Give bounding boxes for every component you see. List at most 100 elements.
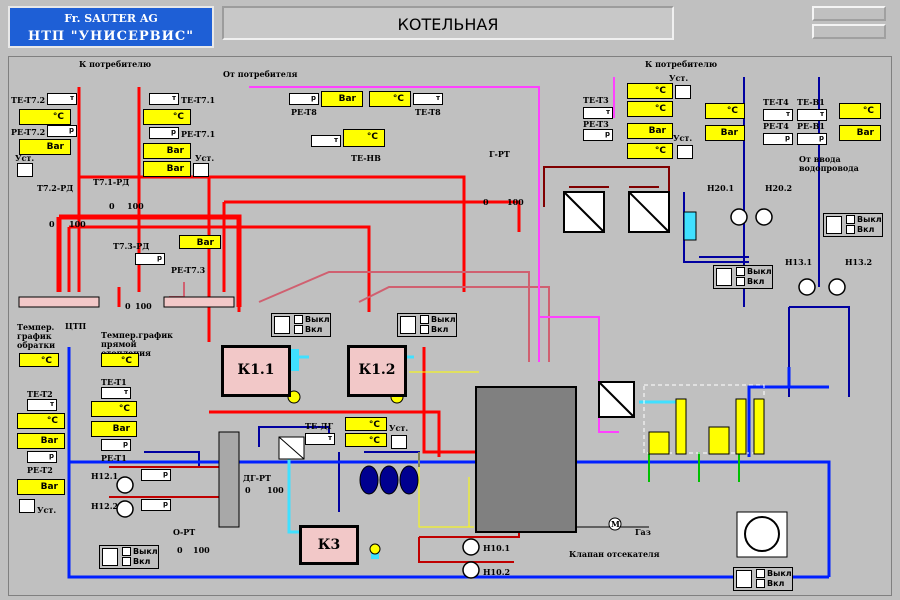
window-button-1[interactable]	[812, 6, 886, 21]
pe-t3-sensor[interactable]: p	[583, 129, 613, 141]
n12-pump-control[interactable]: Выкл Вкл	[99, 545, 159, 569]
te-t7-2-value: °C	[19, 109, 71, 125]
te-nv-label: TE-НВ	[351, 153, 381, 163]
pe-t2-setpoint: Bar	[17, 479, 65, 495]
pe-t2-sensor[interactable]: p	[27, 451, 57, 463]
ust-t7-1-icon[interactable]	[193, 163, 209, 177]
pe-t8-label: PE-T8	[291, 107, 317, 117]
te-dg-sensor[interactable]: т	[305, 433, 335, 445]
ust-dg-label: Уст.	[389, 423, 409, 433]
ust-left-icon[interactable]	[17, 163, 33, 177]
boiler-k1-2-control[interactable]: Выкл Вкл	[397, 313, 457, 337]
ust-t2-icon[interactable]	[19, 499, 35, 513]
heat-exchangers	[278, 191, 670, 460]
pe-t1-sensor[interactable]: p	[101, 439, 131, 451]
te-t3-sensor[interactable]: т	[583, 107, 613, 119]
ust-left-label: Уст.	[15, 153, 35, 163]
pe-t7-1-sensor[interactable]: p	[149, 127, 179, 139]
te-t1-label: TE-T1	[101, 377, 127, 387]
heating-loop-pipes	[67, 347, 831, 579]
gas-valve-motor	[608, 517, 622, 531]
gas-label: Газ	[635, 527, 651, 537]
window-button-2[interactable]	[812, 24, 886, 39]
te-v1-sensor[interactable]: т	[797, 109, 827, 121]
pe-t7-3-label: PE-T7.3	[171, 265, 206, 275]
water-main-pump-control[interactable]: Выкл Вкл	[823, 213, 883, 237]
n20-2-label: Н20.2	[765, 183, 793, 193]
te-t4-label: TE-T4	[763, 97, 789, 107]
ust-t3-icon[interactable]	[675, 85, 691, 99]
te-t2-sensor[interactable]: т	[27, 399, 57, 411]
te-t4-value: °C	[705, 103, 745, 119]
control-icon	[716, 268, 732, 286]
gas-valve-motor-label: M	[611, 519, 620, 529]
boiler-k1-1-control[interactable]: Выкл Вкл	[271, 313, 331, 337]
pe-t7-2-sensor[interactable]: p	[47, 125, 77, 137]
te-t7-2-label: TE-T7.2	[11, 95, 46, 105]
expansion-vessels	[359, 465, 419, 495]
boiler-k1-2-label: К1.2	[358, 362, 396, 378]
pe-t7-2-label: PE-T7.2	[11, 127, 46, 137]
te-t7-1-label: TE-T7.1	[181, 95, 216, 105]
n20-pump-control[interactable]: Выкл Вкл	[713, 265, 773, 289]
t7-3-hundred: 100	[135, 301, 152, 311]
pe-t4-label: PE-T4	[763, 121, 789, 131]
te-t8-sensor[interactable]: т	[413, 93, 443, 105]
company-logo: Fr. SAUTER AG НТП "УНИСЕРВИС"	[8, 6, 214, 48]
ust-t3-label: Уст.	[669, 73, 689, 83]
boiler-k1-2[interactable]: К1.2	[347, 345, 407, 397]
ust-t3b-icon[interactable]	[677, 145, 693, 159]
te-t4-sensor[interactable]: т	[763, 109, 793, 121]
n20-1-label: Н20.1	[707, 183, 735, 193]
g-rt-zero: 0	[483, 197, 489, 207]
te-t1-sensor[interactable]: т	[101, 387, 131, 399]
control-icon	[400, 316, 416, 334]
te-t7-1-sensor[interactable]: т	[149, 93, 179, 105]
to-consumer-left-label: К потребителю	[79, 59, 152, 69]
t3-temp-value: °C	[627, 83, 673, 99]
pe-t8-sensor[interactable]: p	[289, 93, 319, 105]
te-t3-label: TE-T3	[583, 95, 609, 105]
pe-v1-sensor[interactable]: p	[797, 133, 827, 145]
pe-t3-label: PE-T3	[583, 119, 609, 129]
te-v1-value: °C	[839, 103, 881, 119]
te-t7-1-value: °C	[143, 109, 191, 125]
return-temp-graph-value: °C	[19, 353, 59, 367]
ust-dg-icon[interactable]	[391, 435, 407, 449]
burner-fan-control[interactable]: Выкл Вкл	[733, 567, 793, 591]
return-temp-graph-label: Темпер. график обратки	[17, 322, 56, 350]
n10-2-label: Н10.2	[483, 567, 511, 577]
n13-2-label: Н13.2	[845, 257, 873, 267]
water-filter	[683, 211, 697, 241]
n12-2-sensor[interactable]: p	[141, 499, 171, 511]
te-nv-sensor[interactable]: т	[311, 135, 341, 147]
o-rt-label: О-РТ	[173, 527, 196, 537]
te-t7-2-sensor[interactable]: т	[47, 93, 77, 105]
pe-t4-sensor[interactable]: p	[763, 133, 793, 145]
boiler-k1-1[interactable]: К1.1	[221, 345, 291, 397]
n13-1-label: Н13.1	[785, 257, 813, 267]
n10-1-label: Н10.1	[483, 543, 511, 553]
pe-t7-3-sensor[interactable]: p	[135, 253, 165, 265]
control-icon	[102, 548, 118, 566]
treatment-tanks	[648, 398, 765, 455]
boiler-outlet-pipes	[56, 214, 242, 307]
control-icon	[826, 216, 842, 234]
from-water-main-label: От ввода водопровода	[799, 154, 859, 173]
n12-2-label: Н12.2	[91, 501, 119, 511]
pe-v1-value: Bar	[839, 125, 881, 141]
n12-1-sensor[interactable]: p	[141, 469, 171, 481]
boiler-k3-label: К3	[317, 537, 341, 553]
t7-1-rd-label: T7.1-РД	[93, 177, 130, 187]
pe-t7-3-value: Bar	[179, 235, 221, 249]
o-rt-zero: 0	[177, 545, 183, 555]
te-nv-value: °C	[343, 129, 385, 147]
te-dg-label: TE-ДГ	[305, 421, 334, 431]
o-rt-hundred: 100	[193, 545, 210, 555]
ctp-label: ЦТП	[65, 321, 87, 331]
pe-t7-1-value: Bar	[143, 143, 191, 159]
te-t8-value: °C	[369, 91, 411, 107]
boiler-k1-1-label: К1.1	[237, 362, 275, 378]
boiler-k3[interactable]: К3	[299, 525, 359, 565]
